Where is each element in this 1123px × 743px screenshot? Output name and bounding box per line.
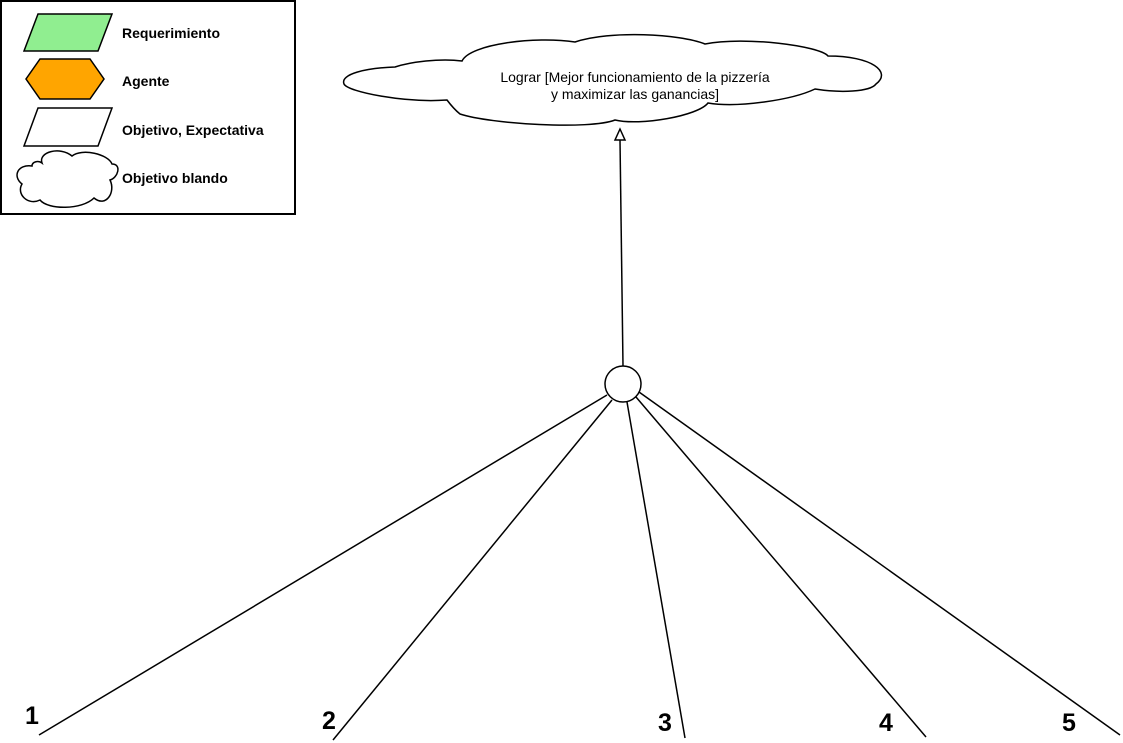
- branch-label-5: 5: [1062, 709, 1076, 737]
- legend-label-requirement: Requerimiento: [122, 25, 220, 41]
- legend-label-softgoal: Objetivo blando: [122, 170, 228, 186]
- branch-line-3: [626, 401, 686, 739]
- branch-line-4: [635, 396, 927, 738]
- softgoal-cloud: [342, 33, 883, 126]
- branch-label-4: 4: [879, 709, 893, 737]
- goal-swatch: [22, 107, 114, 147]
- softgoal-swatch: [16, 150, 119, 208]
- requirement-swatch: [22, 13, 114, 52]
- branch-label-3: 3: [658, 709, 672, 737]
- agent-swatch: [25, 58, 105, 100]
- branch-line-5: [638, 391, 1121, 736]
- softgoal-node: Lograr [Mejor funcionamiento de la pizze…: [342, 33, 883, 126]
- softgoal-text-line2: y maximizar las ganancias]: [551, 86, 719, 102]
- legend: Requerimiento Agente Objetivo, Expectati…: [0, 0, 296, 215]
- legend-label-goal: Objetivo, Expectativa: [122, 122, 264, 138]
- branch-label-1: 1: [25, 702, 39, 730]
- legend-label-agent: Agente: [122, 73, 170, 89]
- branch-line-2: [332, 399, 613, 741]
- softgoal-text-line1: Lograr [Mejor funcionamiento de la pizze…: [500, 69, 769, 85]
- decomposition-node: [604, 365, 642, 403]
- branch-line-1: [38, 394, 608, 736]
- arrowhead-icon: [613, 127, 627, 141]
- contribution-link: [619, 139, 624, 367]
- branch-label-2: 2: [322, 707, 336, 735]
